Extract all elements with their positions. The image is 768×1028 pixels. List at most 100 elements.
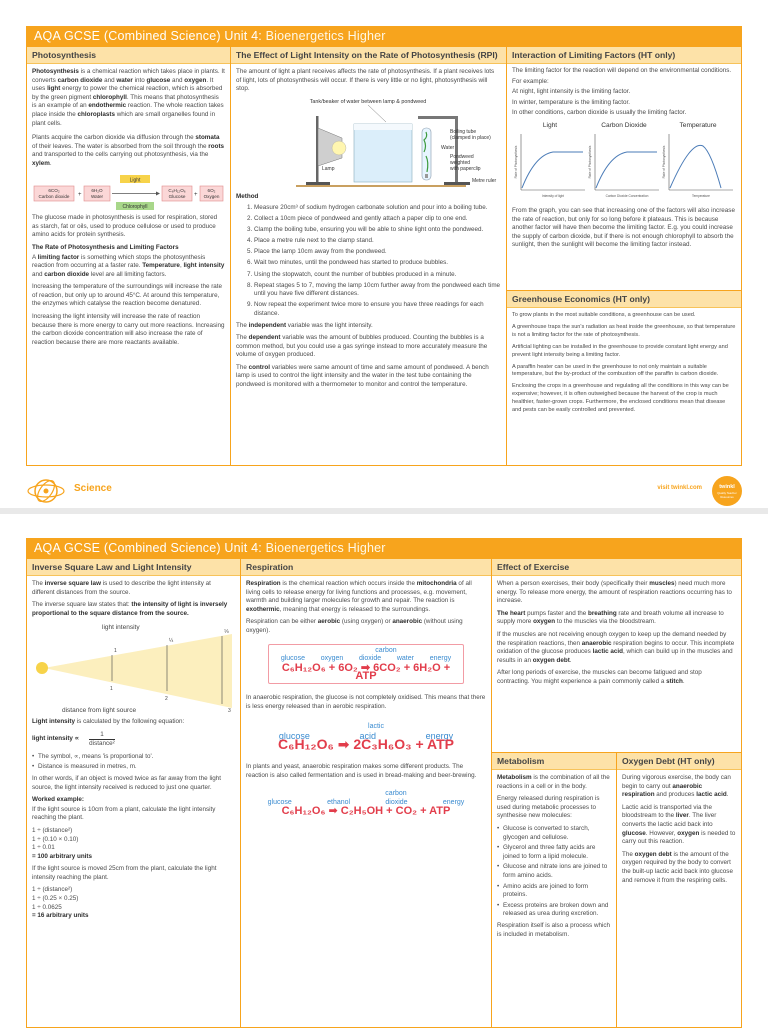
paragraph: In anaerobic respiration, the glucose is… — [246, 693, 486, 710]
svg-text:⅑: ⅑ — [224, 629, 229, 635]
paragraph: To grow plants in the most suitable cond… — [512, 312, 696, 318]
note-list: The symbol, ∝, means 'is proportional to… — [32, 753, 235, 772]
svg-text:Intensity of light: Intensity of light — [542, 194, 564, 198]
light-cone — [44, 634, 232, 709]
calc-line: 1 ÷ 0.01 — [32, 844, 55, 852]
method-step: Measure 20cm³ of sodium hydrogen carbona… — [254, 204, 501, 213]
paragraph: Artificial lighting can be installed in … — [512, 343, 728, 358]
subject-label: Science — [74, 483, 112, 494]
paragraph: The independent variable was the light i… — [236, 321, 373, 329]
exercise-section: Effect of Exercise When a person exercis… — [492, 559, 741, 752]
svg-text:Lamp: Lamp — [322, 166, 335, 172]
paragraph: A limiting factor is something which sto… — [32, 253, 225, 278]
oxygen-debt-section: Oxygen Debt (HT only) During vigorous ex… — [617, 753, 741, 1025]
light-box — [120, 174, 150, 183]
svg-text:weighted: weighted — [450, 160, 470, 166]
svg-text:3: 3 — [228, 708, 231, 714]
section-heading: Greenhouse Economics (HT only) — [507, 291, 741, 308]
method-step: Now repeat the experiment twice more to … — [254, 301, 501, 318]
paragraph: From the graph, you can see that increas… — [512, 206, 735, 249]
chlorophyll-box — [116, 201, 154, 210]
paragraph: If the muscles are not receiving enough … — [497, 630, 735, 664]
product-glucose: C₆H₁₂O₆ — [168, 188, 185, 193]
svg-text:Rate of Photosynthesis: Rate of Photosynthesis — [662, 145, 666, 178]
svg-text:Carbon dioxide: Carbon dioxide — [39, 194, 70, 199]
svg-text:Glucose: Glucose — [169, 194, 186, 199]
paragraph: The inverse square law is used to descri… — [32, 580, 211, 596]
product-oxygen: 6O₂ — [208, 188, 216, 193]
svg-text:Chlorophyll: Chlorophyll — [122, 204, 147, 210]
svg-text:Carbon Dioxide Concentration: Carbon Dioxide Concentration — [606, 194, 649, 198]
reactant-co2: 6CO₂ — [48, 188, 59, 193]
paragraph: If the light source is moved 25cm from t… — [32, 865, 217, 881]
rpi-section: The Effect of Light Intensity on the Rat… — [231, 47, 506, 465]
svg-text:Metre ruler: Metre ruler — [472, 178, 497, 184]
page-title: AQA GCSE (Combined Science) Unit 4: Bioe… — [26, 26, 742, 46]
svg-text:2: 2 — [165, 696, 168, 702]
inverse-square-diagram: light intensity 1 ¼ ⅑ 1 2 3 distance fro… — [36, 624, 232, 714]
paragraph: The amount of light a plant receives aff… — [236, 68, 495, 93]
svg-text:Water: Water — [91, 194, 104, 199]
paragraph: At night, light intensity is the limitin… — [512, 88, 631, 96]
svg-text:Water: Water — [441, 145, 454, 151]
svg-text:distance from light source: distance from light source — [62, 707, 136, 714]
paragraph: During vigorous exercise, the body can b… — [622, 774, 731, 799]
calc-line: 1 ÷ (distance²) — [32, 826, 73, 834]
photosynthesis-section: Photosynthesis Photosynthesis is a chemi… — [27, 47, 230, 465]
section-heading: Inverse Square Law and Light Intensity — [27, 559, 240, 576]
svg-text:Tank/beaker of water between l: Tank/beaker of water between lamp & pond… — [310, 99, 427, 105]
paragraph: After long periods of exercise, the musc… — [497, 669, 702, 685]
website-link[interactable]: visit twinkl.com — [657, 485, 702, 491]
subheading: The Rate of Photosynthesis and Limiting … — [32, 243, 179, 251]
section-heading: Respiration — [241, 559, 491, 576]
paragraph: A greenhouse traps the sun's radiation a… — [512, 323, 736, 338]
section-heading: Interaction of Limiting Factors (HT only… — [507, 47, 741, 64]
co2-graph: Carbon Dioxide Carbon Dioxide Concentrat… — [587, 122, 661, 205]
svg-text:with paperclip: with paperclip — [450, 166, 481, 172]
svg-text:Boiling tube: Boiling tube — [450, 129, 476, 135]
paragraph: Respiration itself is also a process whi… — [497, 921, 611, 938]
photosynthesis-equation-diagram: Light 6CO₂ Carbon dioxide + 6H₂O Water C… — [33, 174, 224, 210]
metabolism-section: Metabolism Metabolism is the combination… — [492, 753, 616, 1025]
method-step: Place a metre rule next to the clamp sta… — [254, 237, 501, 246]
paragraph: The control variables were same amount o… — [236, 363, 489, 389]
paragraph: Metabolism is the combination of all the… — [497, 774, 610, 790]
svg-text:Temperature: Temperature — [692, 194, 710, 198]
inverse-square-section: Inverse Square Law and Light Intensity T… — [27, 559, 240, 1024]
paragraph: For example: — [512, 77, 549, 85]
rpi-apparatus-diagram: Tank/beaker of water between lamp & pond… — [296, 99, 497, 187]
paragraph: The glucose made in photosynthesis is us… — [32, 214, 218, 239]
paragraph: The heart pumps faster and the breathing… — [497, 609, 724, 626]
worked-example-heading: Worked example: — [32, 796, 85, 804]
svg-text:Rate of Photosynthesis: Rate of Photosynthesis — [514, 145, 518, 178]
paragraph: In other words, if an object is moved tw… — [32, 774, 221, 791]
greenhouse-section: Greenhouse Economics (HT only) To grow p… — [507, 291, 741, 465]
method-heading: Method — [236, 193, 259, 201]
paragraph: A paraffin heater can be used in the gre… — [512, 363, 719, 378]
paragraph: The dependent variable was the amount of… — [236, 334, 488, 359]
page-2: AQA GCSE (Combined Science) Unit 4: Bioe… — [0, 514, 768, 1028]
method-step: Place the lamp 10cm away from the pondwe… — [254, 248, 501, 257]
method-list: Measure 20cm³ of sodium hydrogen carbona… — [236, 204, 501, 319]
paragraph: If the light source is 10cm from a plant… — [32, 805, 216, 822]
calc-result: = 16 arbitrary units — [32, 912, 89, 920]
limiting-factors-section: Interaction of Limiting Factors (HT only… — [507, 47, 741, 290]
lamp-shape — [317, 127, 343, 167]
paragraph: Light intensity is calculated by the fol… — [32, 717, 185, 725]
respiration-section: Respiration Respiration is the chemical … — [241, 559, 491, 1024]
paragraph: Energy released during respiration is us… — [497, 795, 600, 820]
paragraph: Photosynthesis is a chemical reaction wh… — [32, 68, 225, 127]
metabolism-list: Glucose is converted to starch, glycogen… — [497, 825, 611, 919]
paragraph: When a person exercises, their body (spe… — [497, 580, 732, 605]
footer: Science visit twinkl.com twinkl Quality … — [26, 476, 742, 506]
method-step: Collect a 10cm piece of pondweed and gen… — [254, 215, 501, 224]
method-step: Clamp the boiling tube, ensuring you wil… — [254, 226, 501, 235]
paragraph: The limiting factor for the reaction wil… — [512, 67, 732, 74]
page-1: AQA GCSE (Combined Science) Unit 4: Bioe… — [0, 0, 768, 510]
